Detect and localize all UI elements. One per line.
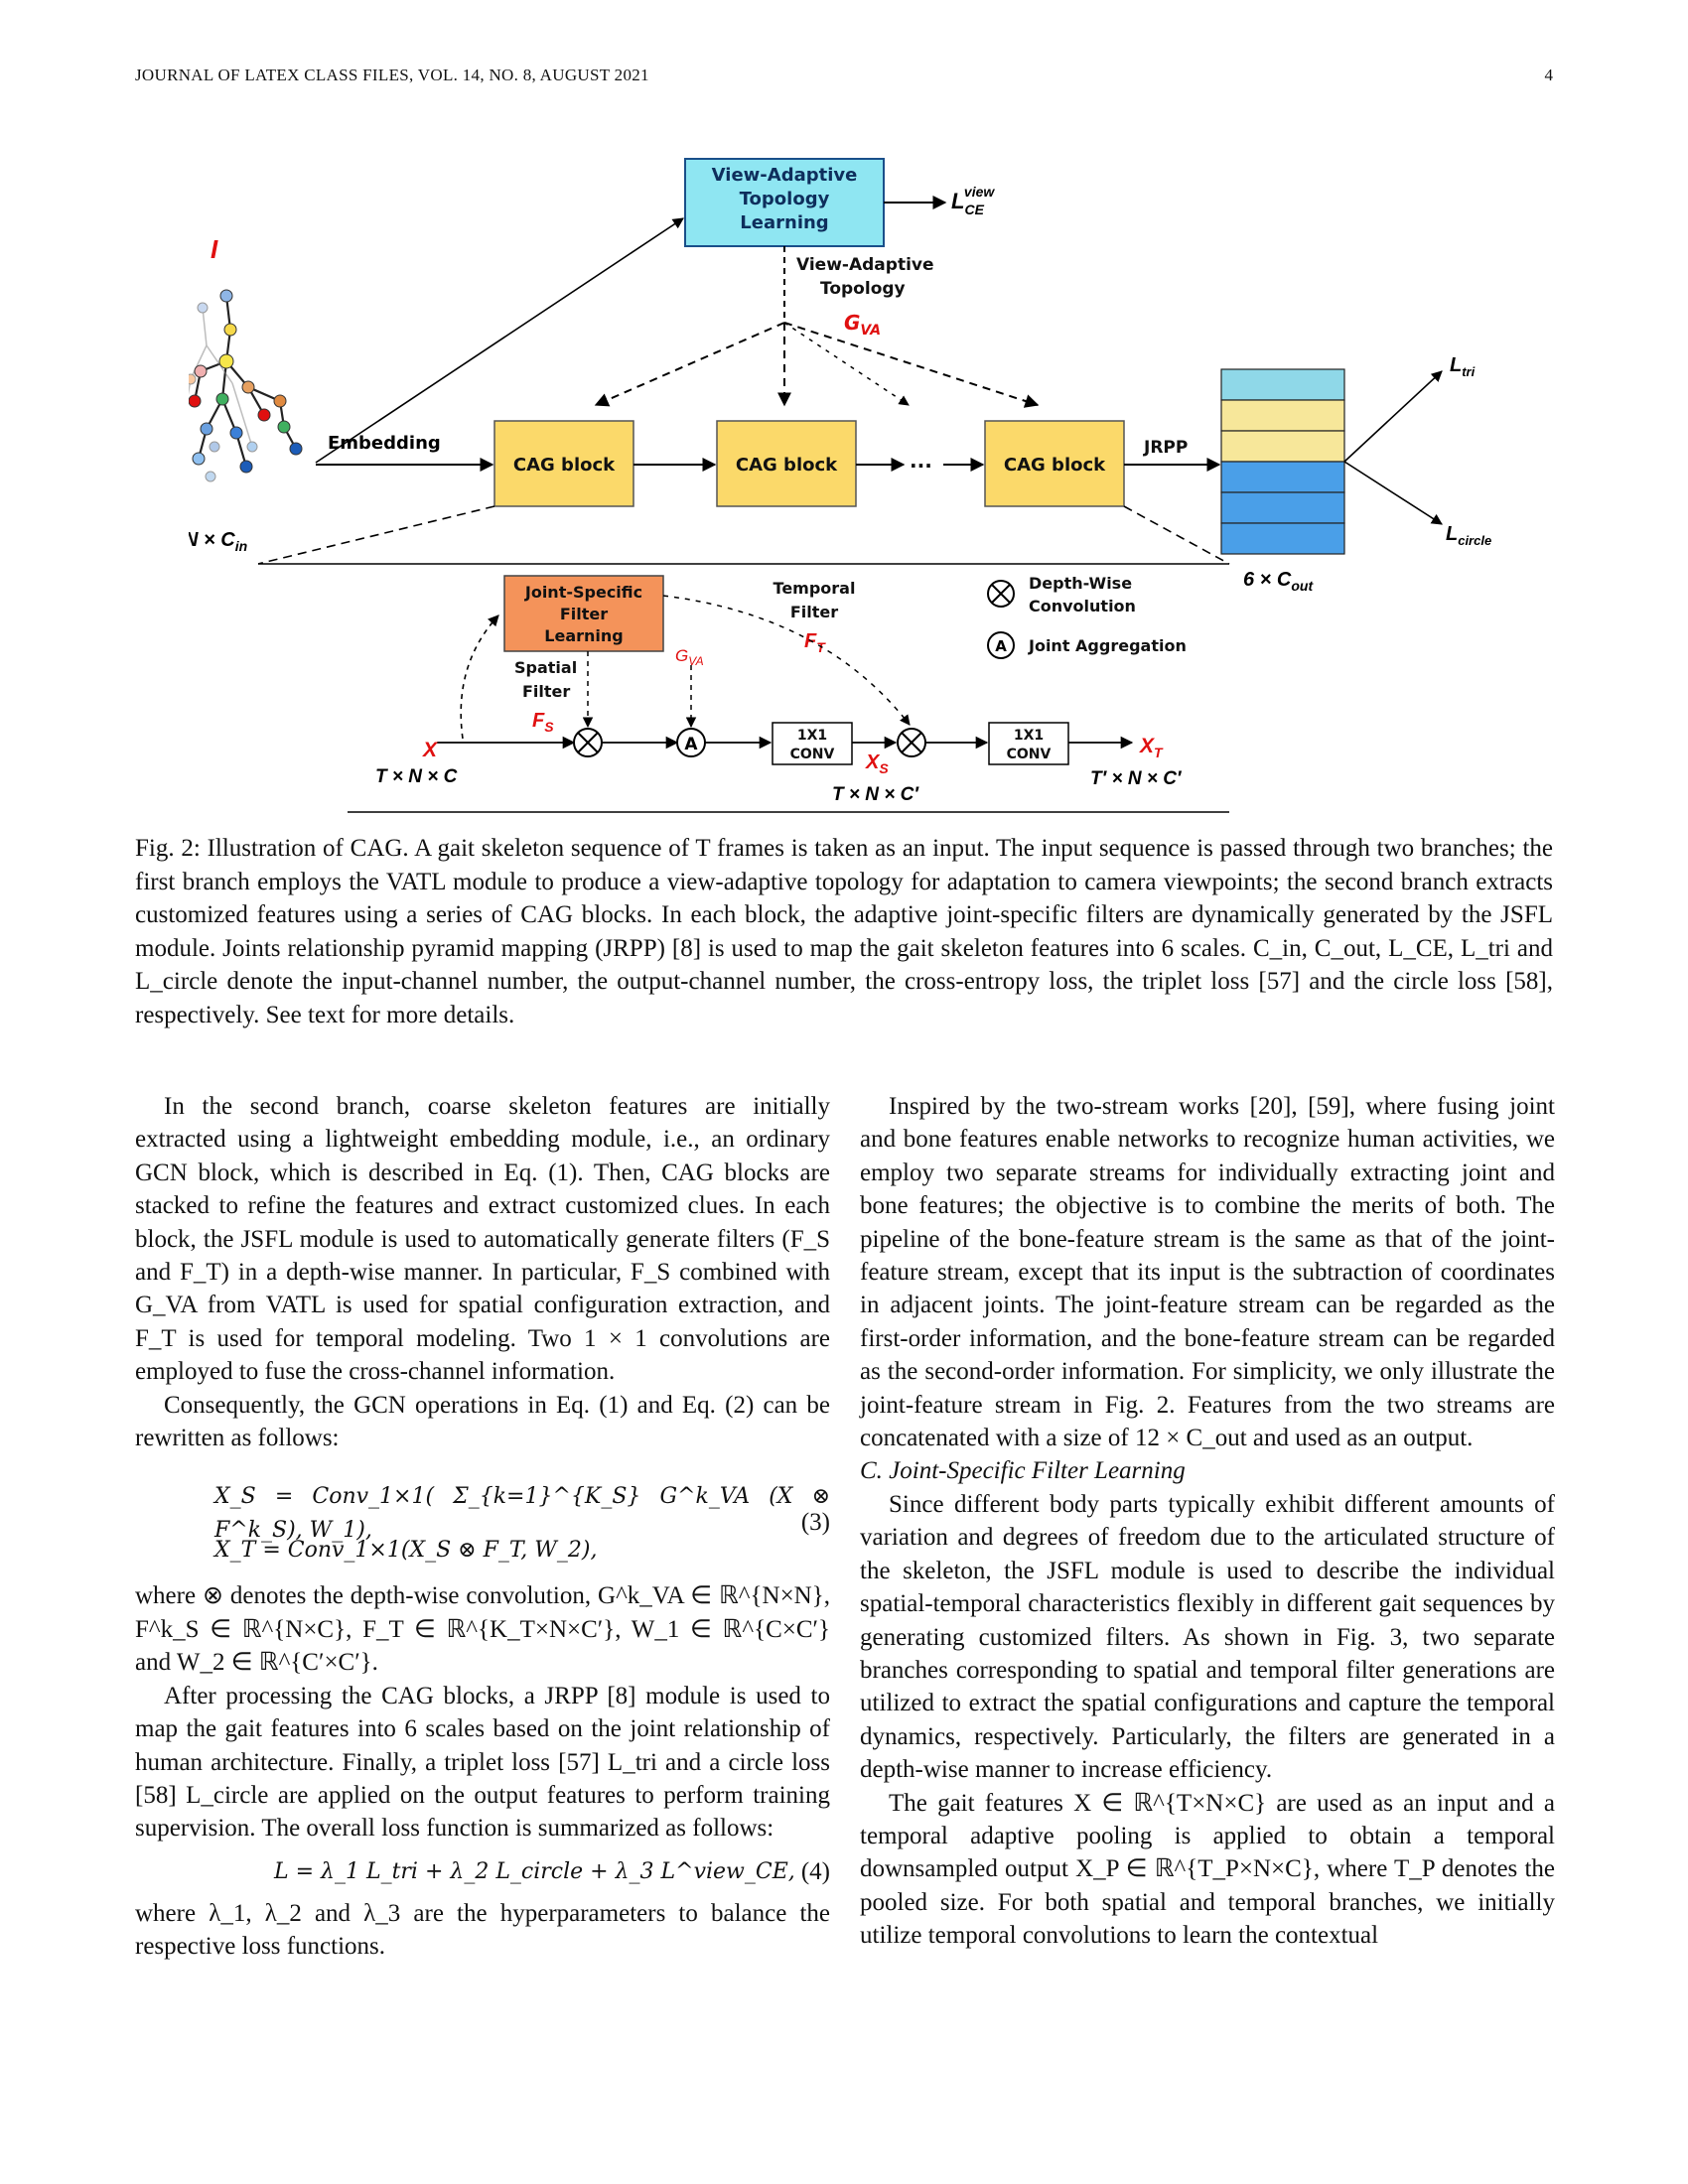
page-number: 4 — [1544, 66, 1554, 84]
left-paragraph-2: Consequently, the GCN operations in Eq. … — [135, 1391, 830, 1452]
equation-4-number: (4) — [800, 1857, 830, 1885]
ft-label: FT — [804, 630, 826, 655]
vatl-loss: LCEview — [951, 184, 995, 217]
svg-text:A: A — [684, 735, 698, 754]
equation-3b: X_T = Conv_1×1(X_S ⊗ F_T, W_2), — [214, 1538, 598, 1564]
legend-agg: Joint Aggregation — [1028, 636, 1187, 655]
cag-block-3 — [984, 420, 1125, 507]
legend-conv-1: Depth-Wise — [1029, 574, 1132, 593]
equation-3-number: (3) — [800, 1509, 830, 1537]
xs-label: XS — [865, 751, 889, 776]
figure-caption: Fig. 2: Illustration of CAG. A gait skel… — [135, 835, 1553, 1028]
gva-small: GVA — [675, 646, 704, 668]
figure-cag: View-Adaptive Topology Learning LCEview … — [189, 158, 1491, 813]
svg-text:CAG block: CAG block — [513, 455, 616, 476]
jsfl-line3: Learning — [544, 626, 623, 645]
equation-3: X_S = Conv_1×1( Σ_{k=1}^{K_S} G^k_VA (X … — [135, 1462, 830, 1579]
skeleton-joints — [189, 289, 303, 482]
vat-label-2: Topology — [820, 279, 906, 299]
running-header: JOURNAL OF LATEX CLASS FILES, VOL. 14, N… — [135, 66, 649, 84]
legend-conv-2: Convolution — [1029, 597, 1136, 615]
left-paragraph-5: where λ_1, λ_2 and λ_3 are the hyperpara… — [135, 1899, 830, 1961]
conv-1x1-a — [772, 722, 853, 765]
left-paragraph-1: In the second branch, coarse skeleton fe… — [135, 1093, 830, 1386]
x-dims: T × N × C — [375, 766, 458, 787]
temporal-label-1: Temporal — [774, 579, 856, 598]
loss-tri: Ltri — [1450, 354, 1476, 379]
equation-3a: X_S = Conv_1×1( Σ_{k=1}^{K_S} G^k_VA (X … — [214, 1484, 830, 1543]
xt-dims: T′ × N × C′ — [1090, 768, 1183, 789]
jrpp-label: JRPP — [1143, 438, 1188, 458]
left-paragraph-4: After processing the CAG blocks, a JRPP … — [135, 1682, 830, 1843]
left-paragraph-3: where ⊗ denotes the depth-wise convoluti… — [135, 1582, 830, 1677]
xt-label: XT — [1139, 735, 1164, 760]
section-heading: C. Joint-Specific Filter Learning — [860, 1457, 1186, 1485]
vatl-box — [684, 158, 885, 247]
embedding-label: Embedding — [328, 433, 441, 454]
output-stack — [1220, 368, 1345, 555]
spatial-label-1: Spatial — [514, 658, 577, 677]
svg-text:CONV: CONV — [790, 747, 835, 762]
equation-4: L = λ_1 L_tri + λ_2 L_circle + λ_3 L^vie… — [135, 1845, 830, 1897]
loss-circle: Lcircle — [1446, 523, 1491, 548]
vat-label-1: View-Adaptive — [796, 255, 934, 275]
vatl-line1: View-Adaptive — [712, 165, 858, 186]
vatl-line3: Learning — [740, 212, 828, 233]
right-paragraph-2: Since different body parts typically exh… — [860, 1490, 1555, 1784]
svg-text:1X1: 1X1 — [1014, 728, 1044, 744]
skeleton-icon — [193, 295, 297, 468]
conv-1x1-b — [988, 722, 1069, 765]
cag-block-1 — [493, 420, 634, 507]
cag-dots: ··· — [910, 454, 932, 478]
out-dims: 6 × Cout — [1243, 569, 1314, 594]
input-dims: T × N × Cin — [189, 529, 247, 554]
input-i: I — [211, 234, 218, 264]
left-column: In the second branch, coarse skeleton fe… — [135, 1090, 830, 1964]
svg-text:A: A — [995, 637, 1007, 655]
svg-text:CONV: CONV — [1007, 747, 1052, 762]
gva-label: GVA — [844, 311, 881, 339]
right-paragraph-3: The gait features X ∈ ℝ^{T×N×C} are used… — [860, 1789, 1555, 1950]
svg-text:CAG block: CAG block — [736, 455, 838, 476]
right-column: Inspired by the two-stream works [20], [… — [860, 1090, 1555, 1953]
x-label: X — [422, 739, 439, 761]
cag-block-2 — [716, 420, 857, 507]
fs-label: FS — [532, 710, 554, 735]
jsfl-line1: Joint-Specific — [524, 583, 642, 602]
vatl-line2: Topology — [740, 189, 830, 209]
temporal-label-2: Filter — [790, 603, 838, 621]
xs-dims: T × N × C′ — [832, 784, 919, 805]
svg-text:CAG block: CAG block — [1004, 455, 1106, 476]
equation-4-body: L = λ_1 L_tri + λ_2 L_circle + λ_3 L^vie… — [274, 1858, 795, 1884]
svg-text:1X1: 1X1 — [797, 728, 827, 744]
jsfl-line2: Filter — [560, 605, 608, 623]
jsfl-box — [503, 575, 664, 652]
spatial-label-2: Filter — [522, 682, 570, 701]
right-paragraph-1: Inspired by the two-stream works [20], [… — [860, 1093, 1555, 1452]
